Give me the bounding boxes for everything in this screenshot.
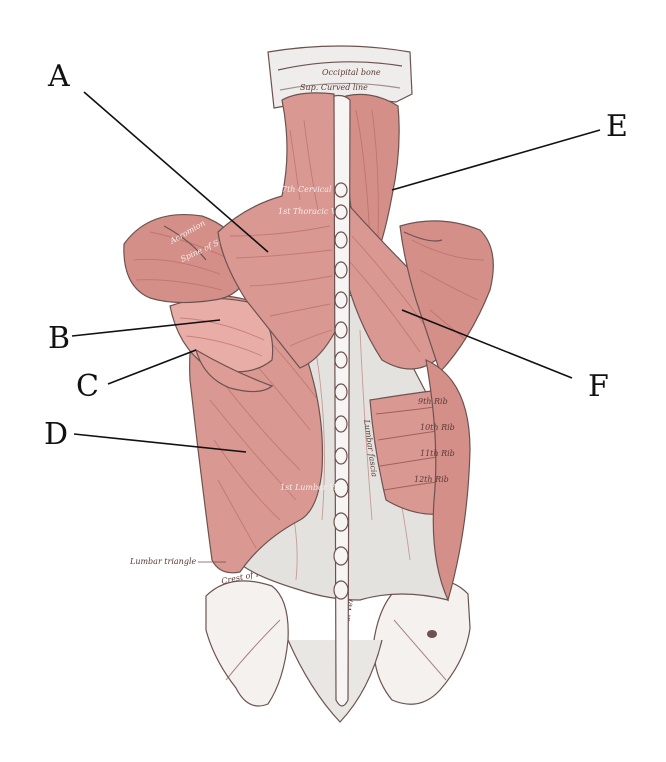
label-rib-10: 10th Rib xyxy=(420,423,455,432)
letter-labels: A B C D E F xyxy=(44,59,628,452)
leader-line-b xyxy=(71,319,221,337)
label-rib-9: 9th Rib xyxy=(418,397,448,406)
leader-line-a xyxy=(83,91,269,253)
label-f: F xyxy=(588,369,609,404)
label-rib-12: 12th Rib xyxy=(414,475,449,484)
serratus-and-ribs: 9th Rib 10th Rib 11th Rib 12th Rib xyxy=(369,358,471,602)
pelvis: Crest of Ilium Sacral Vertebrae xyxy=(205,565,471,723)
label-superior-curved-line: Sup. Curved line xyxy=(300,83,368,92)
leader-line-c xyxy=(107,349,197,385)
label-first-lumbar: 1st Lumbar V. xyxy=(280,483,336,492)
label-e: E xyxy=(606,109,628,144)
label-seventh-cervical: 7th Cervical V. xyxy=(282,185,341,194)
label-first-thoracic: 1st Thoracic V. xyxy=(278,207,338,216)
vertebral-column: 1st Lumbar V. xyxy=(280,94,351,707)
leader-line-f xyxy=(401,309,573,379)
label-lumbar-triangle: Lumbar triangle xyxy=(129,557,197,566)
label-occipital-bone: Occipital bone xyxy=(322,68,381,77)
label-b: B xyxy=(48,321,70,356)
label-a: A xyxy=(47,59,70,94)
label-c: C xyxy=(76,369,99,404)
label-d: D xyxy=(44,417,68,452)
label-rib-11: 11th Rib xyxy=(420,449,455,458)
leader-lines xyxy=(71,91,601,453)
occipital-bone: Occipital bone Sup. Curved line xyxy=(267,45,413,109)
right-back-muscles xyxy=(343,93,494,374)
lumbar-triangle-callout: Lumbar triangle xyxy=(129,557,226,566)
leader-line-d xyxy=(73,433,247,453)
leader-line-e xyxy=(391,129,601,191)
